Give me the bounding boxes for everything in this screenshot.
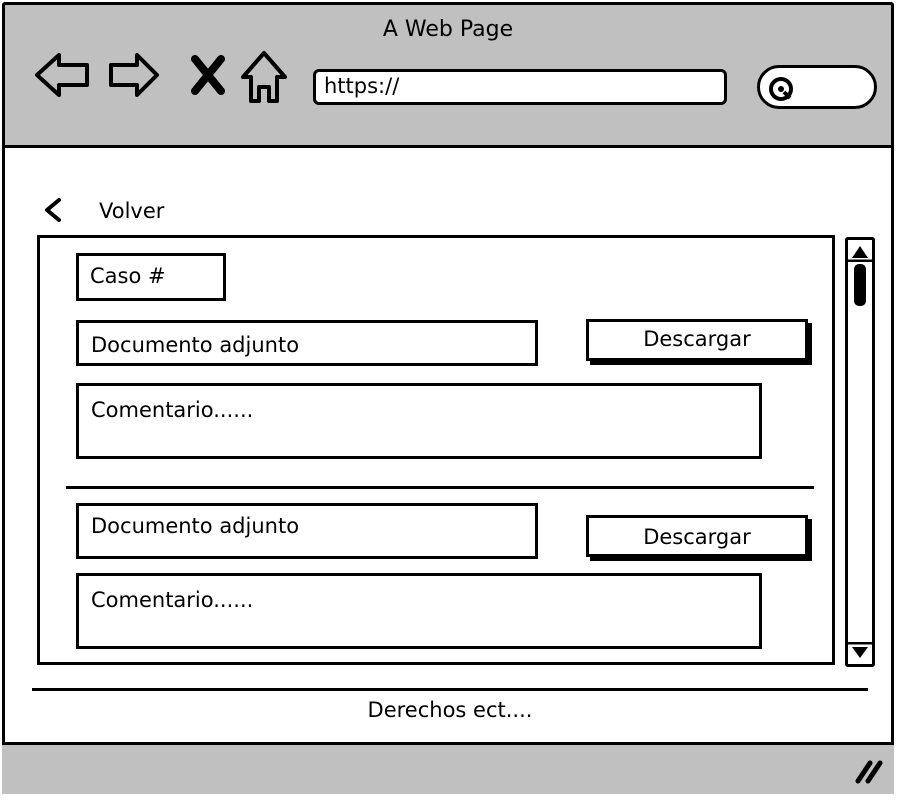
download-button[interactable]: Descargar: [586, 515, 808, 557]
entry-divider: [66, 486, 814, 489]
back-link[interactable]: Volver: [41, 191, 164, 231]
vertical-scrollbar[interactable]: [845, 237, 875, 667]
comment-field[interactable]: Comentario......: [76, 573, 762, 649]
case-detail-panel: Caso # Documento adjunto Descargar Comen…: [37, 235, 835, 665]
download-button[interactable]: Descargar: [586, 319, 808, 361]
address-bar[interactable]: https://: [313, 69, 727, 105]
search-icon: [769, 77, 793, 101]
window-title: A Web Page: [382, 17, 514, 42]
footer-text: Derechos ect....: [367, 698, 533, 722]
back-label: Volver: [99, 199, 165, 223]
back-arrow-icon[interactable]: [33, 49, 93, 101]
scroll-thumb[interactable]: [854, 264, 866, 306]
search-box[interactable]: [757, 65, 877, 109]
attached-document-field[interactable]: Documento adjunto: [76, 320, 538, 366]
close-icon[interactable]: [191, 55, 225, 95]
forward-arrow-icon[interactable]: [107, 49, 163, 101]
attached-document-field[interactable]: Documento adjunto: [76, 503, 538, 559]
scroll-up-arrow-icon[interactable]: [848, 242, 872, 262]
resize-handle-icon[interactable]: [850, 755, 886, 785]
browser-toolbar: A Web Page https://: [5, 5, 891, 148]
chevron-left-icon: [45, 198, 61, 222]
footer-divider: [32, 688, 868, 691]
home-icon[interactable]: [239, 49, 289, 105]
scroll-down-arrow-icon[interactable]: [848, 642, 872, 662]
status-bar: [2, 742, 894, 794]
comment-field[interactable]: Comentario......: [76, 383, 762, 459]
case-number-field[interactable]: Caso #: [76, 253, 226, 301]
